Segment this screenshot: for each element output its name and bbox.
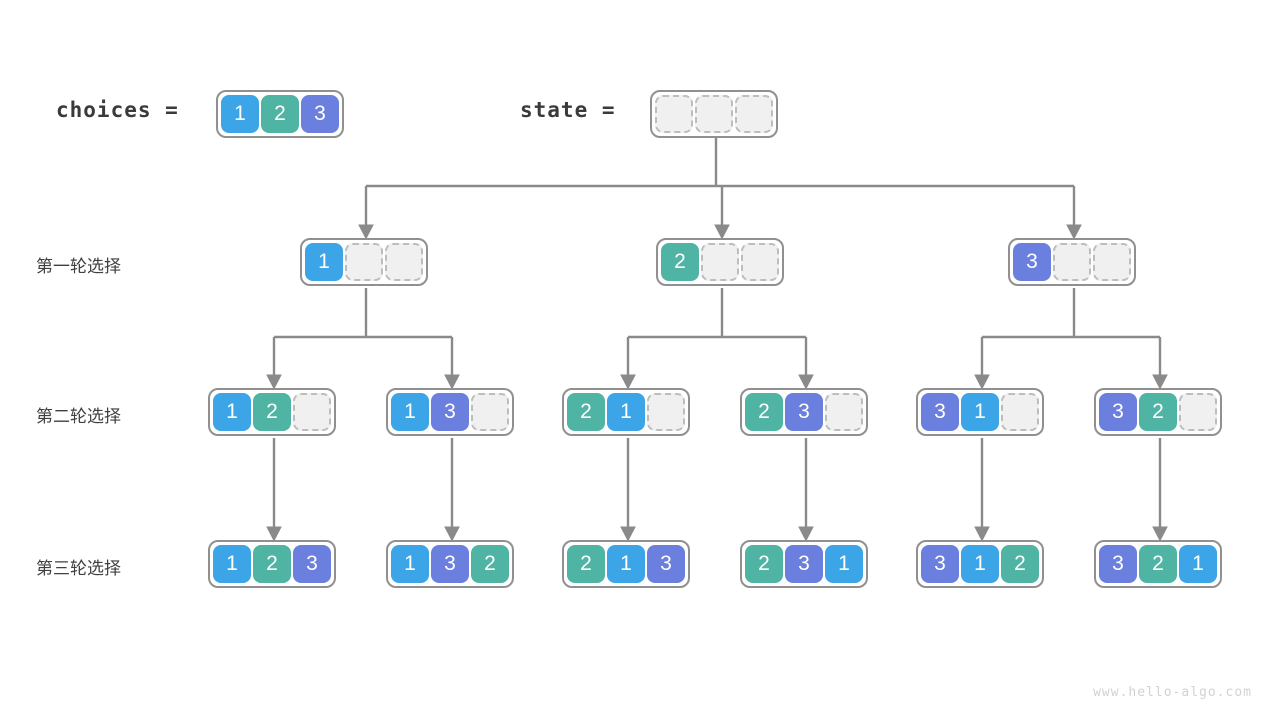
array-cell-filled: 1: [607, 393, 645, 431]
state-node-r1-n1: 1: [300, 238, 428, 286]
array-cell-filled: 2: [661, 243, 699, 281]
array-cell-empty: [825, 393, 863, 431]
array-cell-empty: [695, 95, 733, 133]
array-cell-empty: [655, 95, 693, 133]
array-cell-filled: 3: [431, 393, 469, 431]
array-cell-filled: 1: [1179, 545, 1217, 583]
array-cell-filled: 2: [253, 545, 291, 583]
array-cell-filled: 3: [647, 545, 685, 583]
state-node-r1-n3: 3: [1008, 238, 1136, 286]
array-cell-empty: [1001, 393, 1039, 431]
array-cell-empty: [293, 393, 331, 431]
state-array: [650, 90, 778, 138]
watermark: www.hello-algo.com: [1093, 685, 1252, 700]
array-cell-filled: 3: [1099, 545, 1137, 583]
array-cell-filled: 2: [1001, 545, 1039, 583]
array-cell-filled: 2: [1139, 393, 1177, 431]
array-cell-filled: 1: [961, 393, 999, 431]
array-cell-empty: [735, 95, 773, 133]
choices-label: choices =: [56, 98, 179, 122]
array-cell-filled: 1: [391, 545, 429, 583]
array-cell-filled: 1: [391, 393, 429, 431]
array-cell-filled: 2: [261, 95, 299, 133]
array-cell-filled: 1: [607, 545, 645, 583]
array-cell-empty: [471, 393, 509, 431]
array-cell-filled: 1: [213, 545, 251, 583]
array-cell-filled: 2: [471, 545, 509, 583]
array-cell-empty: [741, 243, 779, 281]
array-cell-filled: 1: [213, 393, 251, 431]
array-cell-empty: [1179, 393, 1217, 431]
array-cell-filled: 3: [921, 545, 959, 583]
array-cell-empty: [345, 243, 383, 281]
array-cell-filled: 2: [745, 545, 783, 583]
array-cell-filled: 2: [745, 393, 783, 431]
array-cell-filled: 1: [305, 243, 343, 281]
row-label-1: 第一轮选择: [36, 257, 121, 276]
array-cell-filled: 1: [825, 545, 863, 583]
array-cell-empty: [647, 393, 685, 431]
array-cell-filled: 2: [253, 393, 291, 431]
array-cell-filled: 3: [431, 545, 469, 583]
array-cell-empty: [701, 243, 739, 281]
array-cell-filled: 3: [785, 545, 823, 583]
array-cell-filled: 2: [567, 393, 605, 431]
array-cell-filled: 3: [1099, 393, 1137, 431]
row-label-2: 第二轮选择: [36, 407, 121, 426]
state-label: state =: [520, 98, 616, 122]
array-cell-filled: 1: [961, 545, 999, 583]
array-cell-filled: 3: [921, 393, 959, 431]
array-cell-filled: 1: [221, 95, 259, 133]
array-cell-filled: 3: [785, 393, 823, 431]
array-cell-filled: 3: [1013, 243, 1051, 281]
state-node-r1-n2: 2: [656, 238, 784, 286]
array-cell-empty: [1093, 243, 1131, 281]
array-cell-filled: 3: [301, 95, 339, 133]
array-cell-empty: [385, 243, 423, 281]
array-cell-filled: 3: [293, 545, 331, 583]
array-cell-filled: 2: [1139, 545, 1177, 583]
row-label-3: 第三轮选择: [36, 559, 121, 578]
array-cell-filled: 2: [567, 545, 605, 583]
array-cell-empty: [1053, 243, 1091, 281]
